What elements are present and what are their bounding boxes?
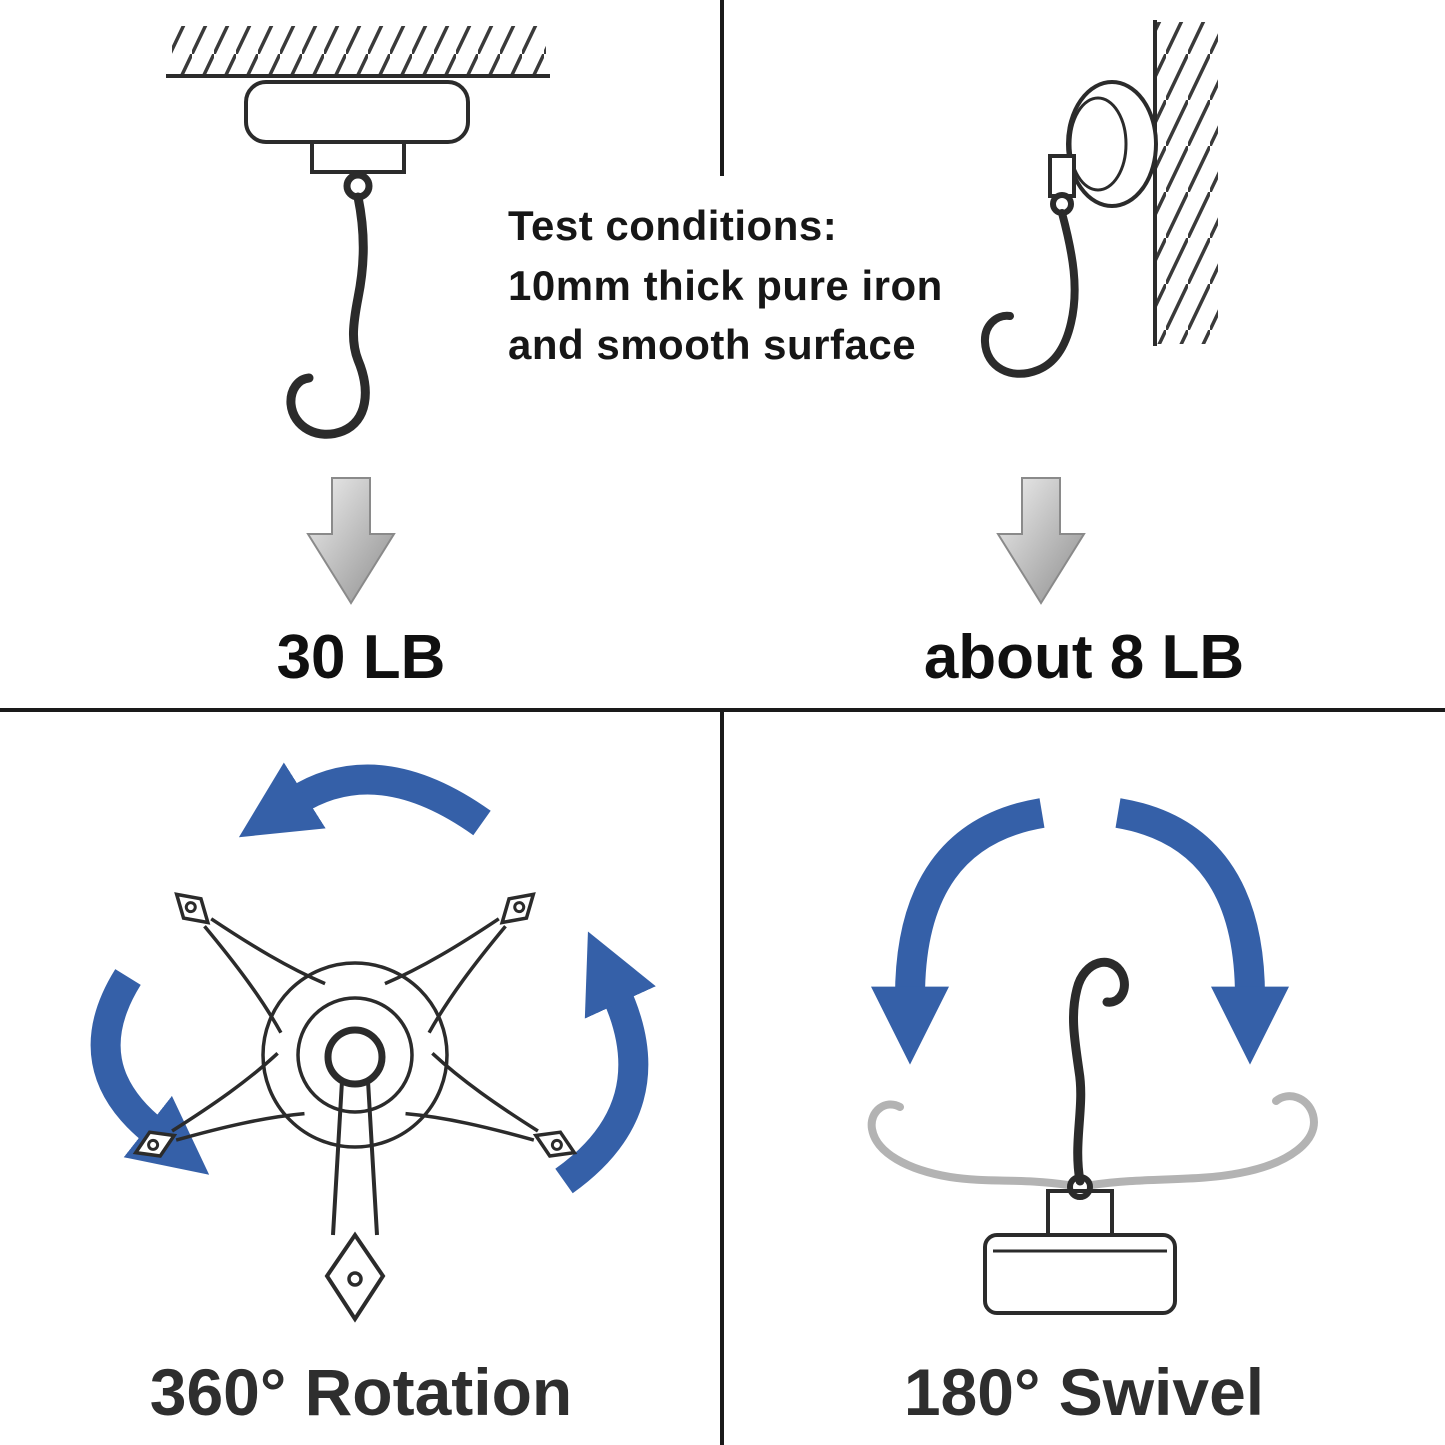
main-hook-body — [331, 1080, 379, 1236]
magnet-face — [1068, 96, 1128, 192]
hook-swiveling-180-illustration — [867, 798, 1318, 1315]
swivel-arc-arrow-icon — [871, 798, 1045, 1065]
magnet-neck — [310, 140, 406, 174]
test-conditions-line-3: and smooth surface — [508, 321, 917, 369]
main-hook-tip — [324, 1231, 386, 1323]
swivel-ring-outer — [261, 961, 449, 1149]
upright-hook — [1069, 957, 1129, 1186]
rotated-hook-position — [403, 1051, 590, 1185]
ceiling-pull-caption: 30 LB — [276, 623, 446, 692]
down-arrow-shape — [306, 477, 396, 605]
swivel-caption: 180° Swivel — [903, 1355, 1265, 1429]
wall-hatching — [1156, 22, 1218, 344]
magnet-base — [983, 1233, 1177, 1315]
rotation-arrow-icon — [238, 762, 491, 838]
rotation-caption: 360° Rotation — [149, 1355, 573, 1429]
ceiling-hatching — [172, 26, 546, 76]
hanging-hook — [980, 209, 1079, 378]
swivel-arc-arrow-icon — [1115, 798, 1289, 1065]
swiveled-hook-right — [1088, 1092, 1318, 1189]
divider-vertical-bottom — [720, 708, 724, 1445]
magnet-body — [244, 80, 470, 144]
main-hook-tip-hole — [347, 1271, 363, 1287]
test-conditions-text: Test conditions: 10mm thick pure iron an… — [508, 196, 978, 375]
magnet-bracket — [1048, 154, 1076, 198]
test-conditions-line-2: 10mm thick pure iron — [508, 261, 943, 309]
divider-vertical-top — [720, 0, 724, 176]
main-hook-loop — [324, 1026, 386, 1088]
down-arrow-icon — [996, 477, 1086, 605]
rotated-hook-position — [383, 868, 558, 1035]
wall-pull-caption: about 8 LB — [923, 623, 1245, 692]
down-arrow-icon — [306, 477, 396, 605]
rotation-arrow-icon — [555, 931, 656, 1194]
swiveled-hook-left — [867, 1100, 1072, 1189]
rotated-hook-position — [152, 868, 327, 1035]
test-conditions-line-1: Test conditions: — [508, 202, 838, 249]
hook-rotating-360-illustration — [90, 762, 656, 1323]
swivel-ring-inner — [296, 996, 414, 1114]
down-arrow-shape — [996, 477, 1086, 605]
hanging-hook — [286, 192, 370, 439]
rotation-arrow-icon — [90, 969, 210, 1175]
magnetic-hook-on-wall-illustration — [980, 20, 1218, 378]
magnetic-hook-on-ceiling-illustration — [166, 26, 550, 439]
